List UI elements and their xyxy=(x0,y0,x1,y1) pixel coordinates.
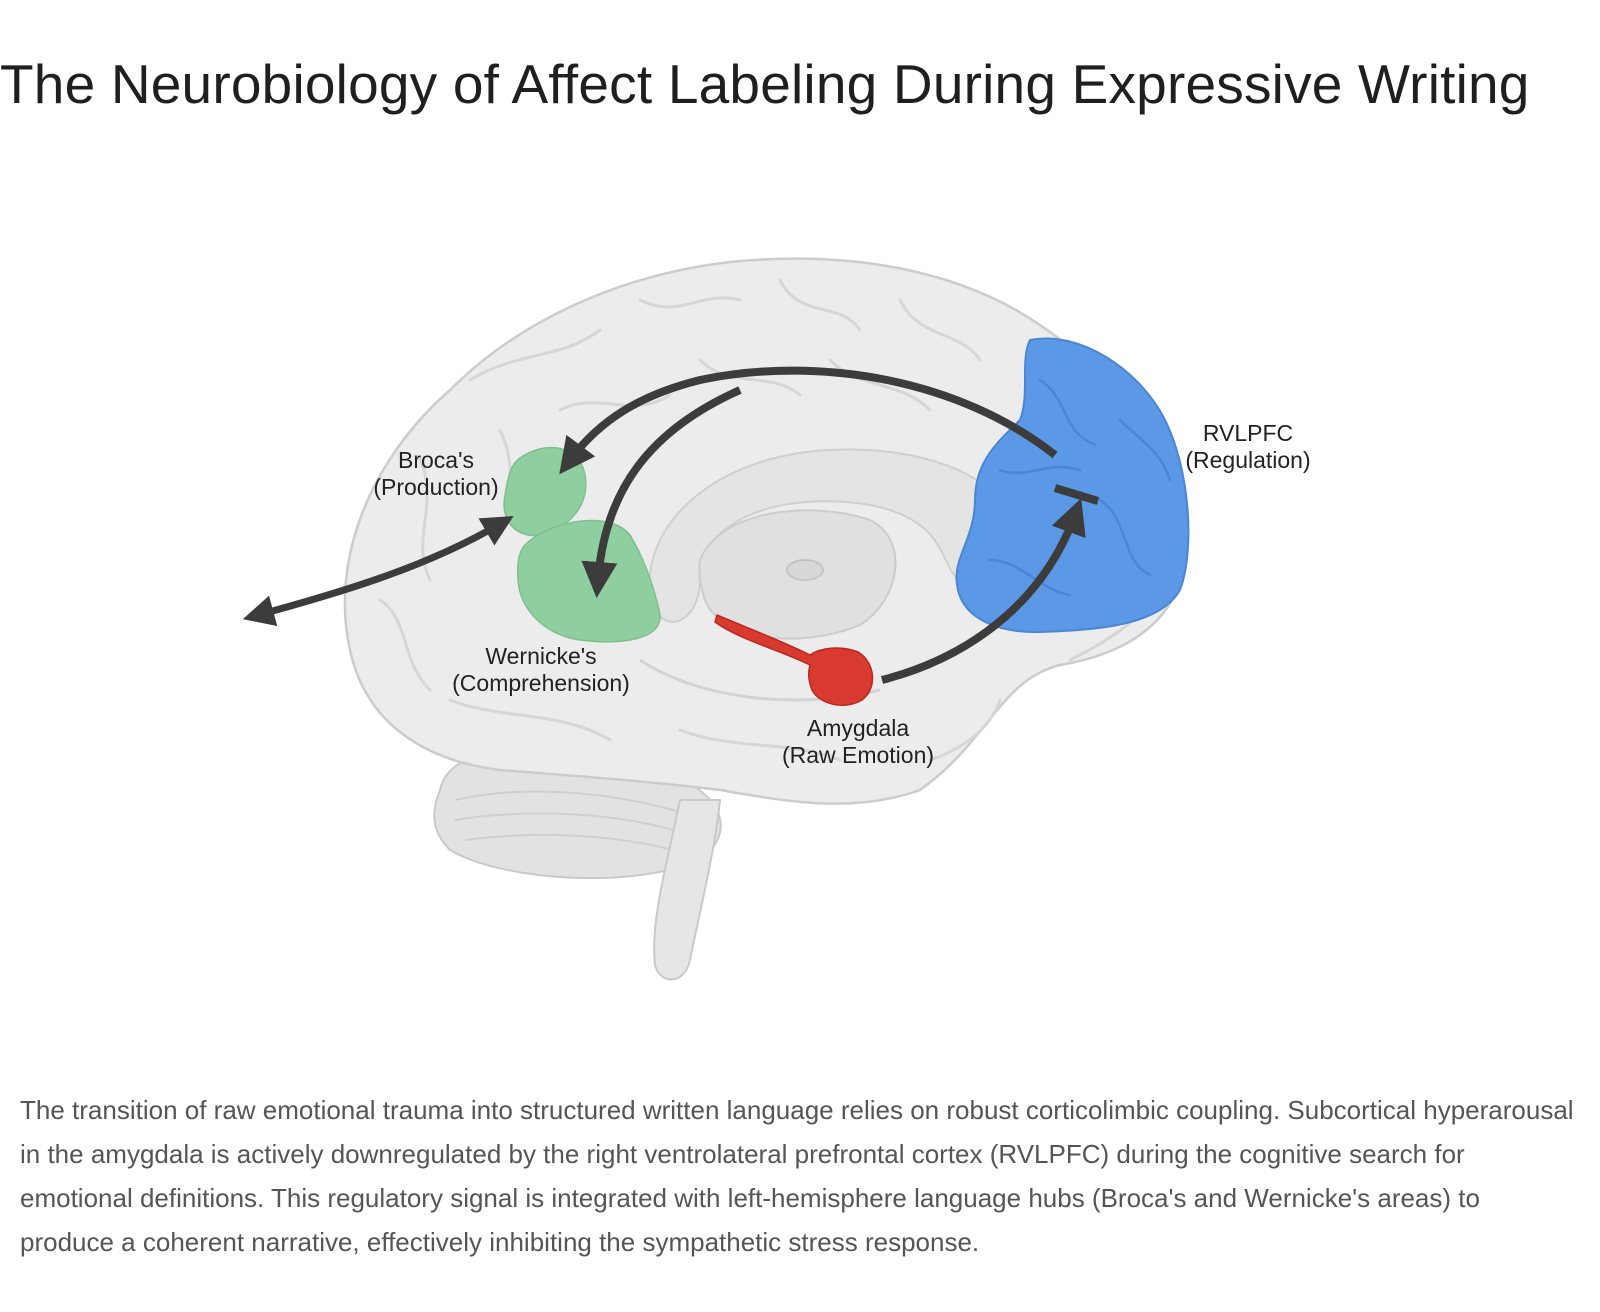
arrow-amygdala-to-rvlpfc xyxy=(881,498,1086,684)
rvlpfc-region xyxy=(955,337,1190,634)
amygdala-region xyxy=(714,613,874,706)
arrow-broca-output xyxy=(242,516,514,627)
cerebellum-folds xyxy=(454,790,691,853)
amygdala-sublabel: (Raw Emotion) xyxy=(782,742,934,768)
page-title: The Neurobiology of Affect Labeling Duri… xyxy=(0,53,1530,115)
arrow-to-wernicke xyxy=(581,386,742,598)
inhibition-bar xyxy=(1053,484,1100,505)
rvlpfc-label: RVLPFC xyxy=(1203,420,1293,446)
broca-sublabel: (Production) xyxy=(373,474,498,500)
wernicke-label: Wernicke's xyxy=(485,643,596,669)
arrow-rvlpfc-to-broca xyxy=(559,366,1058,475)
amygdala-label: Amygdala xyxy=(807,715,909,741)
rvlpfc-sublabel: (Regulation) xyxy=(1185,447,1310,473)
broca-label: Broca's xyxy=(398,447,474,473)
brain-diagram: Broca's (Production) Wernicke's (Compreh… xyxy=(242,257,1311,981)
brainstem xyxy=(653,799,722,981)
figure-caption: The transition of raw emotional trauma i… xyxy=(20,1095,1574,1257)
wernicke-sublabel: (Comprehension) xyxy=(452,670,630,696)
